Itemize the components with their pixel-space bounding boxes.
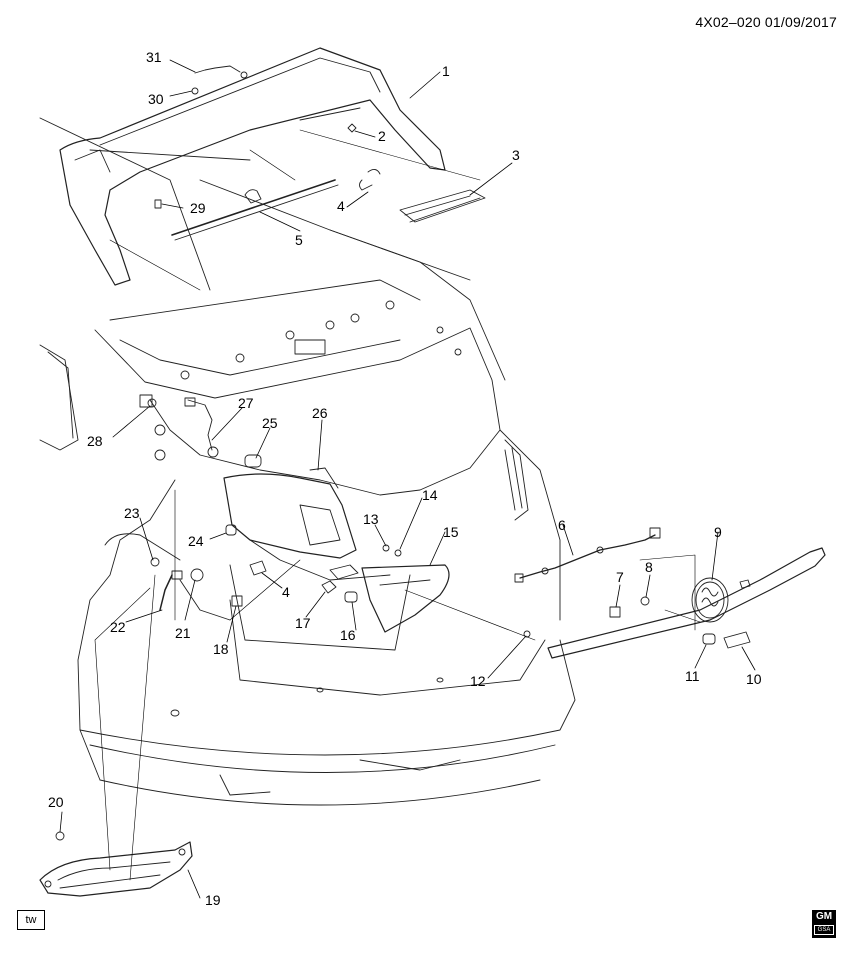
part-4-connector[interactable] — [359, 169, 381, 191]
callout-3[interactable]: 3 — [512, 147, 520, 163]
callout-14[interactable]: 14 — [422, 487, 438, 503]
part-18-bracket[interactable] — [231, 595, 243, 607]
part-8-nut[interactable] — [640, 596, 650, 606]
callout-27[interactable]: 27 — [238, 395, 254, 411]
callout-15[interactable]: 15 — [443, 524, 459, 540]
callout-21[interactable]: 21 — [175, 625, 191, 641]
callout-24[interactable]: 24 — [188, 533, 204, 549]
part-21-socket[interactable] — [190, 568, 204, 582]
callout-29[interactable]: 29 — [190, 200, 206, 216]
part-14-grommet[interactable] — [394, 549, 402, 557]
gm-logo-sub: GSA — [814, 925, 834, 935]
part-4-connector-lower[interactable] — [249, 560, 267, 576]
diagram-code: 4X02–020 01/09/2017 — [695, 14, 837, 30]
callout-8[interactable]: 8 — [645, 559, 653, 575]
callout-7[interactable]: 7 — [616, 569, 624, 585]
part-17-socket[interactable] — [321, 580, 337, 594]
part-6-harness[interactable] — [514, 527, 661, 583]
callout-4b[interactable]: 4 — [282, 584, 290, 600]
part-spoiler[interactable] — [59, 47, 446, 286]
guide-lines — [94, 129, 701, 881]
callout-2[interactable]: 2 — [378, 128, 386, 144]
callout-4[interactable]: 4 — [337, 198, 345, 214]
vehicle-body — [39, 117, 576, 806]
left-lamp-housing — [104, 533, 231, 621]
part-31-hose[interactable] — [194, 65, 248, 79]
gm-logo: GM GSA — [812, 910, 836, 938]
part-5-seal[interactable] — [171, 179, 339, 241]
center-connector[interactable] — [329, 564, 359, 580]
callout-22[interactable]: 22 — [110, 619, 126, 635]
callout-9[interactable]: 9 — [714, 524, 722, 540]
part-2-fastener[interactable] — [347, 123, 357, 133]
callout-26[interactable]: 26 — [312, 405, 328, 421]
part-22-harness[interactable] — [159, 570, 183, 611]
callout-1[interactable]: 1 — [442, 63, 450, 79]
callout-31[interactable]: 31 — [146, 49, 162, 65]
view-tag: tw — [17, 910, 45, 930]
callout-11[interactable]: 11 — [685, 668, 700, 684]
callout-30[interactable]: 30 — [148, 91, 164, 107]
callout-16[interactable]: 16 — [340, 627, 356, 643]
callout-23[interactable]: 23 — [124, 505, 140, 521]
callout-12[interactable]: 12 — [470, 673, 486, 689]
part-13-nut[interactable] — [382, 544, 390, 552]
part-9-applique[interactable] — [547, 547, 826, 659]
callout-18[interactable]: 18 — [213, 641, 229, 657]
callout-5[interactable]: 5 — [295, 232, 303, 248]
part-7-clip[interactable] — [609, 606, 621, 618]
part-10-lamp[interactable] — [723, 631, 751, 649]
callout-10[interactable]: 10 — [746, 671, 762, 687]
part-28-grommet[interactable] — [147, 398, 157, 408]
callout-17[interactable]: 17 — [295, 615, 311, 631]
part-19-reflector[interactable] — [39, 841, 193, 897]
part-23-grommet[interactable] — [150, 557, 160, 567]
part-11-bulb[interactable] — [702, 633, 716, 645]
spoiler-connector[interactable] — [244, 189, 262, 204]
leader-lines — [59, 59, 756, 899]
part-15-inner-lamp[interactable] — [361, 564, 450, 633]
callout-28[interactable]: 28 — [87, 433, 103, 449]
callout-6[interactable]: 6 — [558, 517, 566, 533]
part-26-tail-lamp[interactable] — [223, 467, 357, 559]
part-24-bulb[interactable] — [225, 524, 237, 536]
gm-logo-text: GM — [815, 911, 833, 922]
callout-13[interactable]: 13 — [363, 511, 379, 527]
part-29-clip[interactable] — [154, 199, 162, 209]
callout-25[interactable]: 25 — [262, 415, 278, 431]
callouts: 1 2 3 4 5 6 7 8 9 10 11 12 13 14 15 16 1… — [48, 49, 762, 908]
callout-19[interactable]: 19 — [205, 892, 221, 908]
part-27-harness[interactable] — [184, 397, 219, 458]
part-3-lamp[interactable] — [399, 189, 486, 223]
part-20-bolt[interactable] — [55, 831, 65, 841]
callout-20[interactable]: 20 — [48, 794, 64, 810]
part-16-bulb[interactable] — [344, 591, 358, 603]
part-30-bolt[interactable] — [191, 87, 199, 95]
part-25-bulb[interactable] — [244, 454, 262, 468]
